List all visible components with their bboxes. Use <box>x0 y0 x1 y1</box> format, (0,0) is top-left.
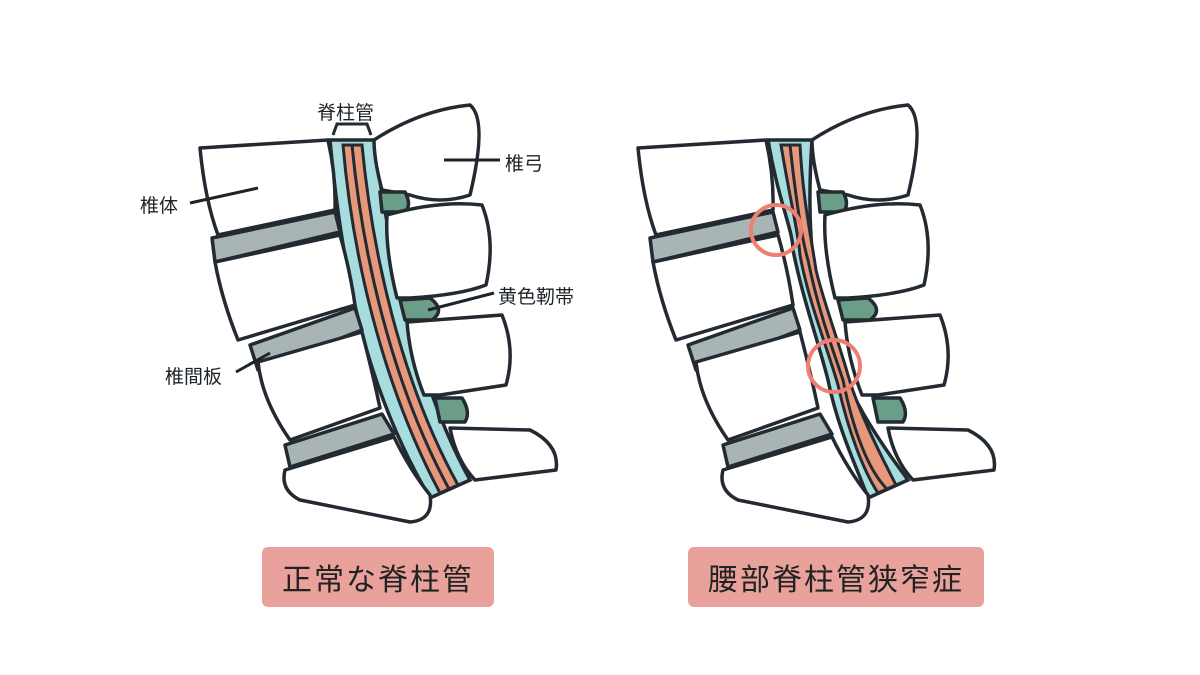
caption-normal: 正常な脊柱管 <box>262 547 494 607</box>
caption-stenosis: 腰部脊柱管狭窄症 <box>688 547 984 607</box>
label-ligamentum-flavum: 黄色靭帯 <box>498 286 575 308</box>
label-spinal-canal: 脊柱管 <box>317 102 375 124</box>
label-vertebral-arch: 椎弓 <box>505 153 544 175</box>
label-intervertebral-disc: 椎間板 <box>165 366 223 388</box>
normal-spine <box>189 103 559 524</box>
stenosis-spine <box>636 103 997 524</box>
narrowing-highlight-lower <box>806 338 862 394</box>
narrowing-highlight-upper <box>749 203 803 257</box>
label-vertebral-body: 椎体 <box>140 195 179 217</box>
